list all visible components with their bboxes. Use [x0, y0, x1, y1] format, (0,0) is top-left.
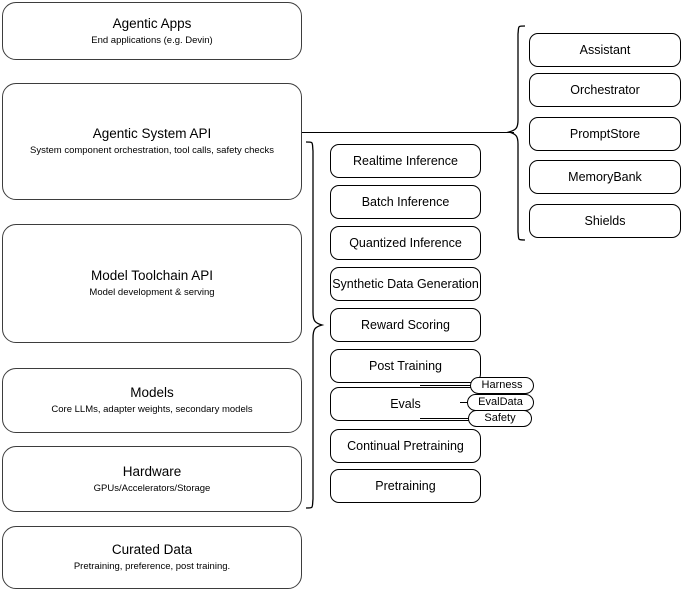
layer-title: Model Toolchain API [90, 268, 214, 283]
layer-title: Hardware [122, 463, 182, 479]
layer-box-model-toolchain-api[interactable]: Model Toolchain API Model development & … [2, 224, 302, 343]
capability-box-synthetic-data-generation[interactable]: Synthetic Data Generation [330, 267, 481, 301]
connector-evals-to-safety [420, 418, 482, 420]
capability-box-quantized-inference[interactable]: Quantized Inference [330, 226, 481, 260]
capability-label: Batch Inference [361, 195, 450, 209]
layer-box-models[interactable]: Models Core LLMs, adapter weights, secon… [2, 368, 302, 433]
layer-box-agentic-system-api[interactable]: Agentic System API System component orch… [2, 83, 302, 200]
capability-label: Synthetic Data Generation [332, 277, 479, 291]
capability-label: Continual Pretraining [347, 439, 464, 453]
component-box-memorybank[interactable]: MemoryBank [529, 160, 681, 194]
layer-subtitle: GPUs/Accelerators/Storage [93, 482, 211, 494]
eval-pill-harness[interactable]: Harness [470, 377, 534, 394]
capability-label: Realtime Inference [353, 154, 458, 168]
capability-box-post-training[interactable]: Post Training [330, 349, 481, 383]
layer-box-curated-data[interactable]: Curated Data Pretraining, preference, po… [2, 526, 302, 589]
layer-subtitle: End applications (e.g. Devin) [91, 34, 213, 46]
capability-label: Reward Scoring [361, 318, 450, 332]
layer-title: Models [130, 385, 174, 400]
component-label: Shields [584, 214, 626, 228]
eval-pill-label: Safety [484, 412, 516, 424]
capability-label: Quantized Inference [349, 236, 462, 250]
capability-box-evals[interactable]: Evals [330, 387, 481, 421]
connector-agentic-system-to-components [302, 132, 514, 134]
layer-subtitle: Pretraining, preference, post training. [73, 561, 231, 572]
capability-box-continual-pretraining[interactable]: Continual Pretraining [330, 429, 481, 463]
capability-box-realtime-inference[interactable]: Realtime Inference [330, 144, 481, 178]
capability-box-batch-inference[interactable]: Batch Inference [330, 185, 481, 219]
brace-toolchain-capabilities [305, 141, 325, 509]
eval-pill-label: Harness [481, 379, 523, 391]
component-label: Orchestrator [570, 83, 640, 97]
layer-box-hardware[interactable]: Hardware GPUs/Accelerators/Storage [2, 446, 302, 512]
connector-evals-to-harness [420, 385, 482, 387]
component-box-assistant[interactable]: Assistant [529, 33, 681, 67]
layer-title: Agentic System API [92, 126, 212, 141]
component-label: PromptStore [569, 127, 641, 141]
layer-subtitle: Core LLMs, adapter weights, secondary mo… [51, 404, 253, 415]
component-box-promptstore[interactable]: PromptStore [529, 117, 681, 151]
layer-title: Agentic Apps [112, 15, 192, 31]
eval-pill-label: EvalData [478, 396, 523, 408]
capability-box-reward-scoring[interactable]: Reward Scoring [330, 308, 481, 342]
capability-label: Evals [390, 397, 421, 411]
component-box-orchestrator[interactable]: Orchestrator [529, 73, 681, 107]
layer-subtitle: System component orchestration, tool cal… [30, 145, 274, 156]
layer-title: Curated Data [111, 542, 193, 557]
capability-box-pretraining[interactable]: Pretraining [330, 469, 481, 503]
component-box-shields[interactable]: Shields [529, 204, 681, 238]
brace-agentic-components [506, 25, 526, 241]
component-label: MemoryBank [568, 170, 642, 184]
capability-label: Pretraining [375, 479, 436, 493]
layer-subtitle: Model development & serving [89, 287, 215, 298]
component-label: Assistant [579, 43, 631, 57]
capability-label: Post Training [369, 359, 442, 373]
eval-pill-evaldata[interactable]: EvalData [467, 394, 534, 411]
eval-pill-safety[interactable]: Safety [468, 410, 532, 427]
layer-box-agentic-apps[interactable]: Agentic Apps End applications (e.g. Devi… [2, 2, 302, 60]
